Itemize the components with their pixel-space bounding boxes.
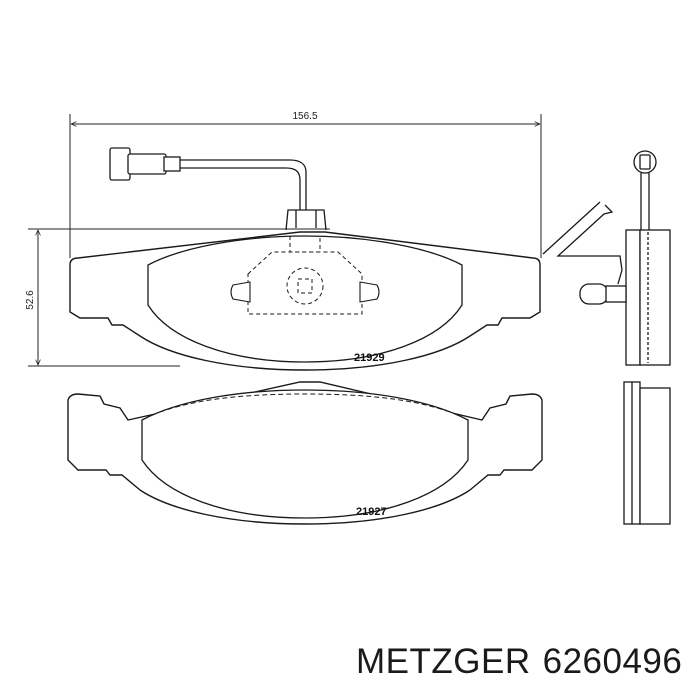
lower-pad-hidden-edge [159, 393, 451, 413]
width-dimension [69, 114, 542, 258]
brand-name: METZGER [356, 642, 531, 681]
height-dimension [28, 228, 330, 367]
width-dimension-label: 156.5 [292, 111, 317, 122]
upper-pad-clips [230, 281, 380, 303]
lower-pad-code: 21927 [356, 506, 387, 518]
upper-pad-hidden-features [247, 236, 363, 315]
lower-pad-side-view [623, 381, 671, 525]
wear-sensor [109, 147, 327, 231]
lower-pad-friction-material [141, 389, 469, 519]
height-dimension-label: 52.6 [25, 290, 36, 310]
part-number: 6260496 [542, 642, 683, 681]
upper-pad-side-view [542, 150, 671, 366]
upper-pad-friction-material [147, 235, 463, 363]
upper-pad-code: 21929 [354, 352, 385, 364]
brand-caption: METZGER 6260496 [356, 642, 696, 686]
